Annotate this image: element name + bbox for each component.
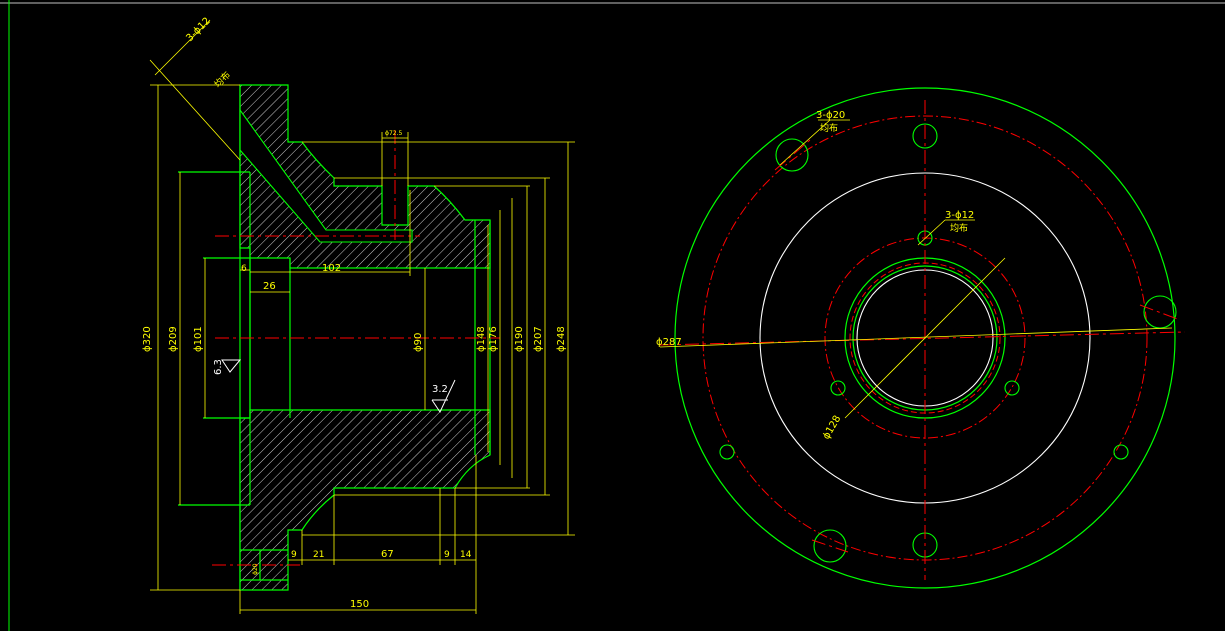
dim-len67: 67 xyxy=(381,549,394,560)
dim-d287: ϕ287 xyxy=(656,337,682,348)
note-3-holes-12-front: 3-ϕ12 xyxy=(945,210,974,221)
outer-flange-circle xyxy=(674,87,1176,589)
hole-inner-left xyxy=(830,380,846,396)
dim-d320: ϕ320 xyxy=(142,326,153,352)
bolt-hole-large-3 xyxy=(813,529,847,563)
dim-len26: 26 xyxy=(263,281,276,292)
dim-d101: ϕ101 xyxy=(193,326,204,352)
dim-len9a: 9 xyxy=(291,550,297,560)
hole-top xyxy=(912,123,938,149)
hatched-lower-wall xyxy=(239,409,491,591)
section-view: ϕ320 ϕ209 ϕ101 ϕ90 ϕ148 ϕ176 ϕ190 ϕ207 ϕ… xyxy=(142,16,575,614)
roughness-6-3: 6.3 xyxy=(213,359,224,375)
dim-len9b: 9 xyxy=(444,550,450,560)
dim-d148: ϕ148 xyxy=(476,326,487,352)
dim-d248: ϕ248 xyxy=(556,326,567,352)
front-dimension-texts: 3-ϕ20 均布 3-ϕ12 均布 ϕ287 ϕ128 xyxy=(656,110,974,442)
roughness-3-2: 3.2 xyxy=(432,384,448,395)
section-centerlines xyxy=(212,130,500,566)
note-3-holes-20: 3-ϕ20 xyxy=(816,110,845,121)
section-dimension-lines xyxy=(149,19,575,614)
roughness-symbols xyxy=(221,359,456,414)
dim-len14: 14 xyxy=(460,550,472,560)
large-bolt-holes xyxy=(775,138,1177,563)
dim-len102: 102 xyxy=(322,263,341,274)
dim-len150: 150 xyxy=(350,599,369,610)
dim-d90: ϕ90 xyxy=(413,333,424,352)
dim-d725: ϕ72.5 xyxy=(385,130,403,137)
hole-left xyxy=(719,444,735,460)
note-3-holes-20-even: 均布 xyxy=(820,122,838,134)
hole-right xyxy=(1113,444,1129,460)
front-centerlines xyxy=(659,100,1186,580)
dim-len6: 6 xyxy=(241,264,247,274)
dim-d190: ϕ190 xyxy=(514,326,525,352)
dim-d209: ϕ209 xyxy=(168,326,179,352)
dim-d207: ϕ207 xyxy=(533,326,544,352)
dim-d176: ϕ176 xyxy=(488,326,499,352)
dim-len21: 21 xyxy=(313,550,324,560)
note-3-holes-12-front-even: 均布 xyxy=(950,222,968,234)
bolt-hole-large-2 xyxy=(1143,295,1177,329)
front-dimension-lines xyxy=(659,119,1173,419)
front-view: 3-ϕ20 均布 3-ϕ12 均布 ϕ287 ϕ128 xyxy=(656,87,1186,589)
bolt-hole-large-1 xyxy=(775,138,809,172)
hole-inner-right xyxy=(1004,380,1020,396)
dim-d20: ϕ20 xyxy=(252,563,259,575)
